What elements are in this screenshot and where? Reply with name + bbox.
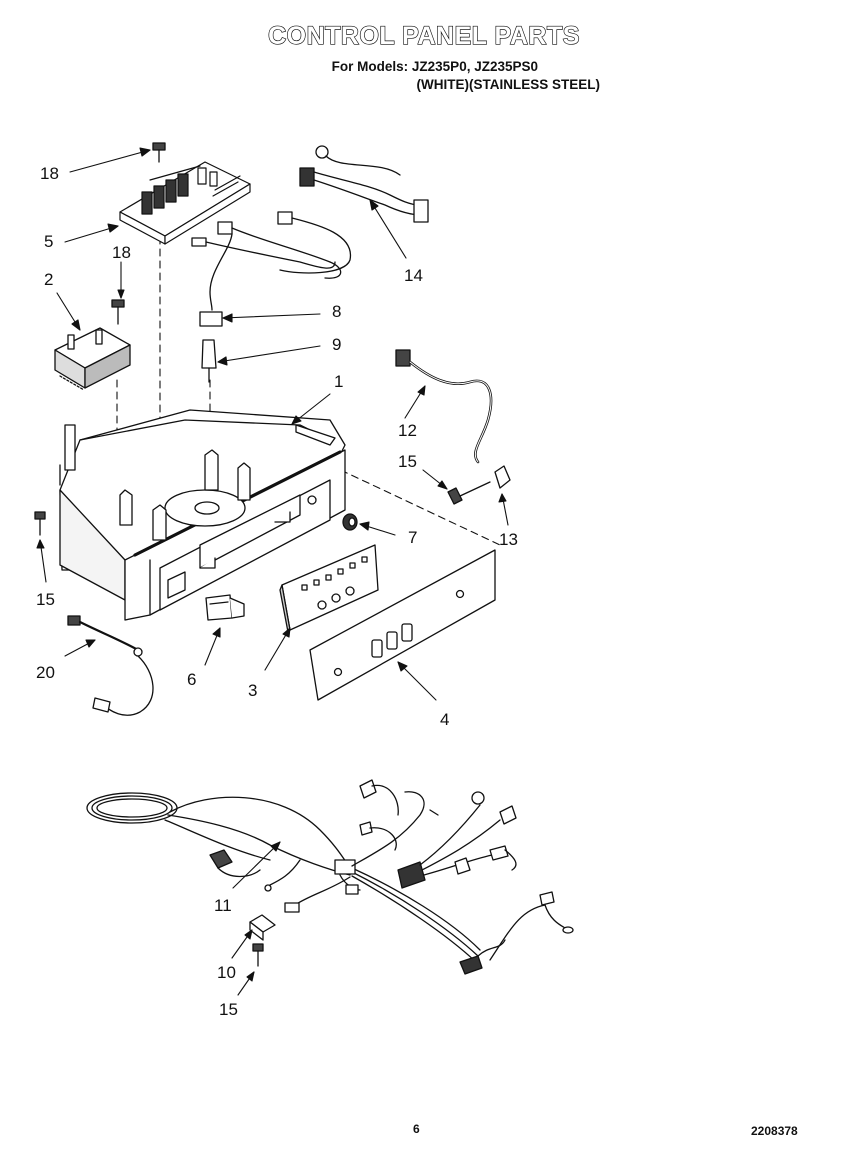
callout-label: 13 xyxy=(499,530,518,549)
clip-part-13 xyxy=(494,465,511,489)
callout-label: 15 xyxy=(398,452,417,471)
transformer-part xyxy=(54,327,131,391)
callout-label: 15 xyxy=(36,590,55,609)
callout-label: 7 xyxy=(408,528,418,547)
screw-part-15 xyxy=(34,481,491,967)
knob-part-7 xyxy=(342,513,358,531)
models-line: For Models: JZ235P0, JZ235PS0 xyxy=(331,59,538,74)
thermistor-part-20 xyxy=(67,615,154,716)
control-housing-part xyxy=(59,409,346,621)
callout-label: 4 xyxy=(440,710,450,729)
model-info: For Models: JZ235P0, JZ235PS0 (WHITE)(ST… xyxy=(300,58,600,94)
document-number: 2208378 xyxy=(751,1124,798,1138)
callout-label: 14 xyxy=(404,266,423,285)
callout-label: 5 xyxy=(44,232,54,251)
callout-label: 11 xyxy=(214,896,232,915)
callout-label: 6 xyxy=(187,670,197,689)
bracket-part-10 xyxy=(249,914,276,941)
main-wire-harness-part-11 xyxy=(86,779,574,975)
callout-label: 1 xyxy=(334,372,344,391)
callout-label: 3 xyxy=(248,681,258,700)
front-panel-part-4 xyxy=(309,549,496,701)
callout-label: 18 xyxy=(112,243,131,262)
callout-label: 20 xyxy=(36,663,55,682)
finish-line: (WHITE)(STAINLESS STEEL) xyxy=(416,77,601,92)
callout-label: 10 xyxy=(217,963,236,982)
switch-part-6 xyxy=(205,594,245,621)
callout-label: 9 xyxy=(332,335,342,354)
sensor-harness-part xyxy=(191,211,351,383)
callout-label: 2 xyxy=(44,270,54,289)
sensor-cable-part-12 xyxy=(395,349,493,464)
control-board-part xyxy=(119,161,251,245)
keypad-module-part-3 xyxy=(279,544,379,633)
callout-label: 15 xyxy=(219,1000,238,1019)
callout-label: 8 xyxy=(332,302,342,321)
harness-part-14 xyxy=(299,145,429,223)
leader-lines xyxy=(36,147,509,996)
page-title: CONTROL PANEL PARTS xyxy=(267,21,580,50)
callout-label: 18 xyxy=(40,164,59,183)
page-number: 6 xyxy=(413,1122,420,1136)
screw-part xyxy=(111,142,166,325)
callout-label: 12 xyxy=(398,421,417,440)
